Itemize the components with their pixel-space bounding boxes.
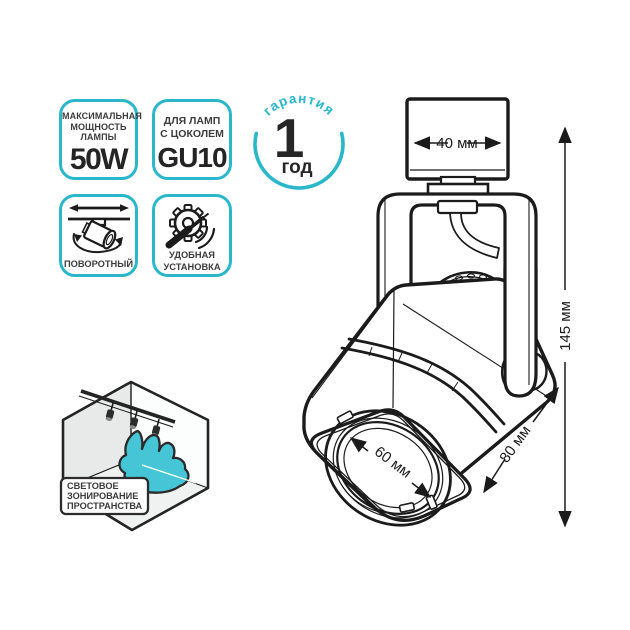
dimension-145mm: 145 мм	[557, 126, 574, 528]
zoning-label: СВЕТОВОЕ ЗОНИРОВАНИЕ ПРОСТРАНСТВА	[59, 476, 150, 516]
lamp-base-line1: ДЛЯ ЛАМП	[163, 115, 221, 127]
rotatable-label: ПОВОРОТНЫЙ	[63, 259, 134, 269]
room-track-lights	[78, 389, 176, 437]
body-groove	[340, 337, 506, 434]
dimension-145mm-label: 145 мм	[557, 301, 574, 351]
lens-clip	[336, 410, 354, 425]
track-spotlight-rotate-icon	[67, 204, 130, 254]
zoning-line2: ЗОНИРОВАНИЕ	[67, 491, 138, 501]
zoning-line3: ПРОСТРАНСТВА	[67, 501, 143, 511]
lamp-base-value: GU10	[157, 142, 227, 174]
warranty-value: 1	[274, 107, 305, 169]
dimension-40mm: 40 мм	[413, 135, 502, 152]
badge-rotatable: ПОВОРОТНЫЙ	[59, 194, 138, 277]
lens-clip	[398, 502, 415, 513]
warranty-unit: год	[281, 157, 312, 178]
cable-gland	[436, 199, 479, 215]
power-cable	[449, 212, 500, 259]
dimension-40mm-label: 40 мм	[436, 135, 477, 152]
gear-screwdriver-icon	[165, 204, 216, 249]
room-light-zoning-icon: СВЕТОВОЕ ЗОНИРОВАНИЕ ПРОСТРАНСТВА	[59, 380, 210, 532]
lamp-base-line2: С ЦОКОЛЕМ	[160, 128, 224, 141]
screwdriver-icon	[165, 212, 210, 249]
max-power-value: 50W	[69, 142, 129, 176]
lens	[324, 409, 452, 527]
warranty-seal-icon: гарантия 1 год	[253, 91, 345, 190]
yoke-right-arm	[503, 266, 538, 398]
badge-easy-install: УДОБНАЯ УСТАНОВКА	[152, 194, 232, 277]
easy-install-line2: УСТАНОВКА	[163, 262, 221, 273]
room-outline	[61, 380, 210, 532]
zoning-line1: СВЕТОВОЕ	[67, 481, 119, 491]
room-left-wall	[63, 382, 131, 488]
badge-max-power: МАКСИМАЛЬНАЯ МОЩНОСТЬ ЛАМПЫ 50W	[59, 99, 142, 180]
track-adapter-box: 40 мм	[405, 97, 510, 181]
max-power-line2: МОЩНОСТЬ	[70, 121, 127, 132]
badge-lamp-base: ДЛЯ ЛАМП С ЦОКОЛЕМ GU10	[152, 99, 232, 180]
gear-icon	[169, 204, 207, 242]
max-power-line3: ЛАМПЫ	[80, 132, 117, 143]
easy-install-line1: УДОБНАЯ	[169, 250, 215, 260]
max-power-line1: МАКСИМАЛЬНАЯ	[62, 111, 142, 121]
front-bezel: 60 мм	[309, 408, 472, 527]
